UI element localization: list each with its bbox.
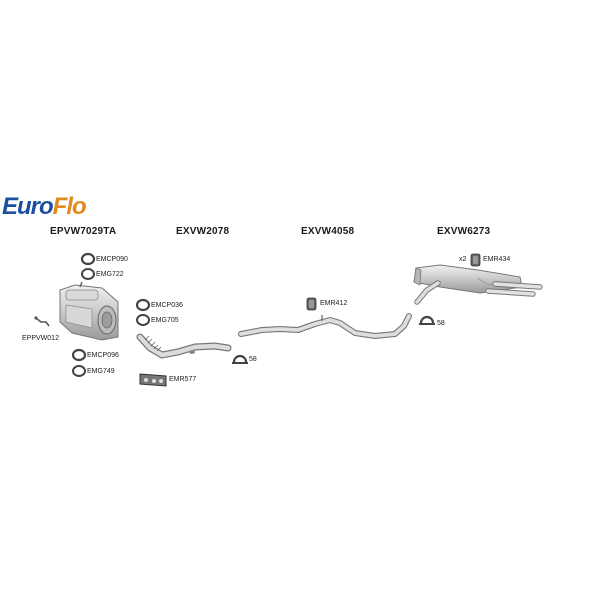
rear-silencer <box>413 264 543 305</box>
logo-euro: Euro <box>2 193 54 220</box>
label-emr434: EMR434 <box>483 256 511 263</box>
label-emcp090: EMCP090 <box>96 256 128 263</box>
label-emr577: EMR577 <box>169 376 197 383</box>
section-code-rear-box: EXVW6273 <box>437 226 491 237</box>
clamp-58-rear <box>419 315 435 325</box>
rubber-emr434 <box>470 253 481 267</box>
rubber-emr412 <box>306 297 317 311</box>
logo-flo: Flo <box>52 193 87 220</box>
label-emg749: EMG749 <box>87 368 115 375</box>
bracket-eppvw012 <box>34 316 50 327</box>
euroflo-logo: EuroFlo <box>2 193 87 220</box>
label-clamp-58-front: 58 <box>249 356 257 363</box>
clamp-58-front <box>232 354 248 364</box>
label-emr412: EMR412 <box>320 300 348 307</box>
front-pipe <box>136 333 232 359</box>
gasket-emg749 <box>72 365 86 377</box>
label-x2: x2 <box>459 256 467 263</box>
label-eppvw012: EPPVW012 <box>22 335 59 342</box>
clamp-emcp096 <box>71 348 87 362</box>
section-code-dpf: EPVW7029TA <box>50 226 117 237</box>
dpf-unit <box>59 281 119 341</box>
section-code-centre-pipe: EXVW4058 <box>301 226 355 237</box>
label-emcp096: EMCP096 <box>87 352 119 359</box>
clamp-emcp090 <box>80 252 96 266</box>
label-emg722: EMG722 <box>96 271 124 278</box>
gasket-emg705 <box>136 314 150 326</box>
label-emcp036: EMCP036 <box>151 302 183 309</box>
clamp-emcp036 <box>135 298 151 312</box>
centre-pipe <box>238 313 412 339</box>
rubber-emr577 <box>139 373 167 387</box>
section-code-front-pipe: EXVW2078 <box>176 226 230 237</box>
label-clamp-58-rear: 58 <box>437 320 445 327</box>
gasket-emg722 <box>81 268 95 280</box>
label-emg705: EMG705 <box>151 317 179 324</box>
